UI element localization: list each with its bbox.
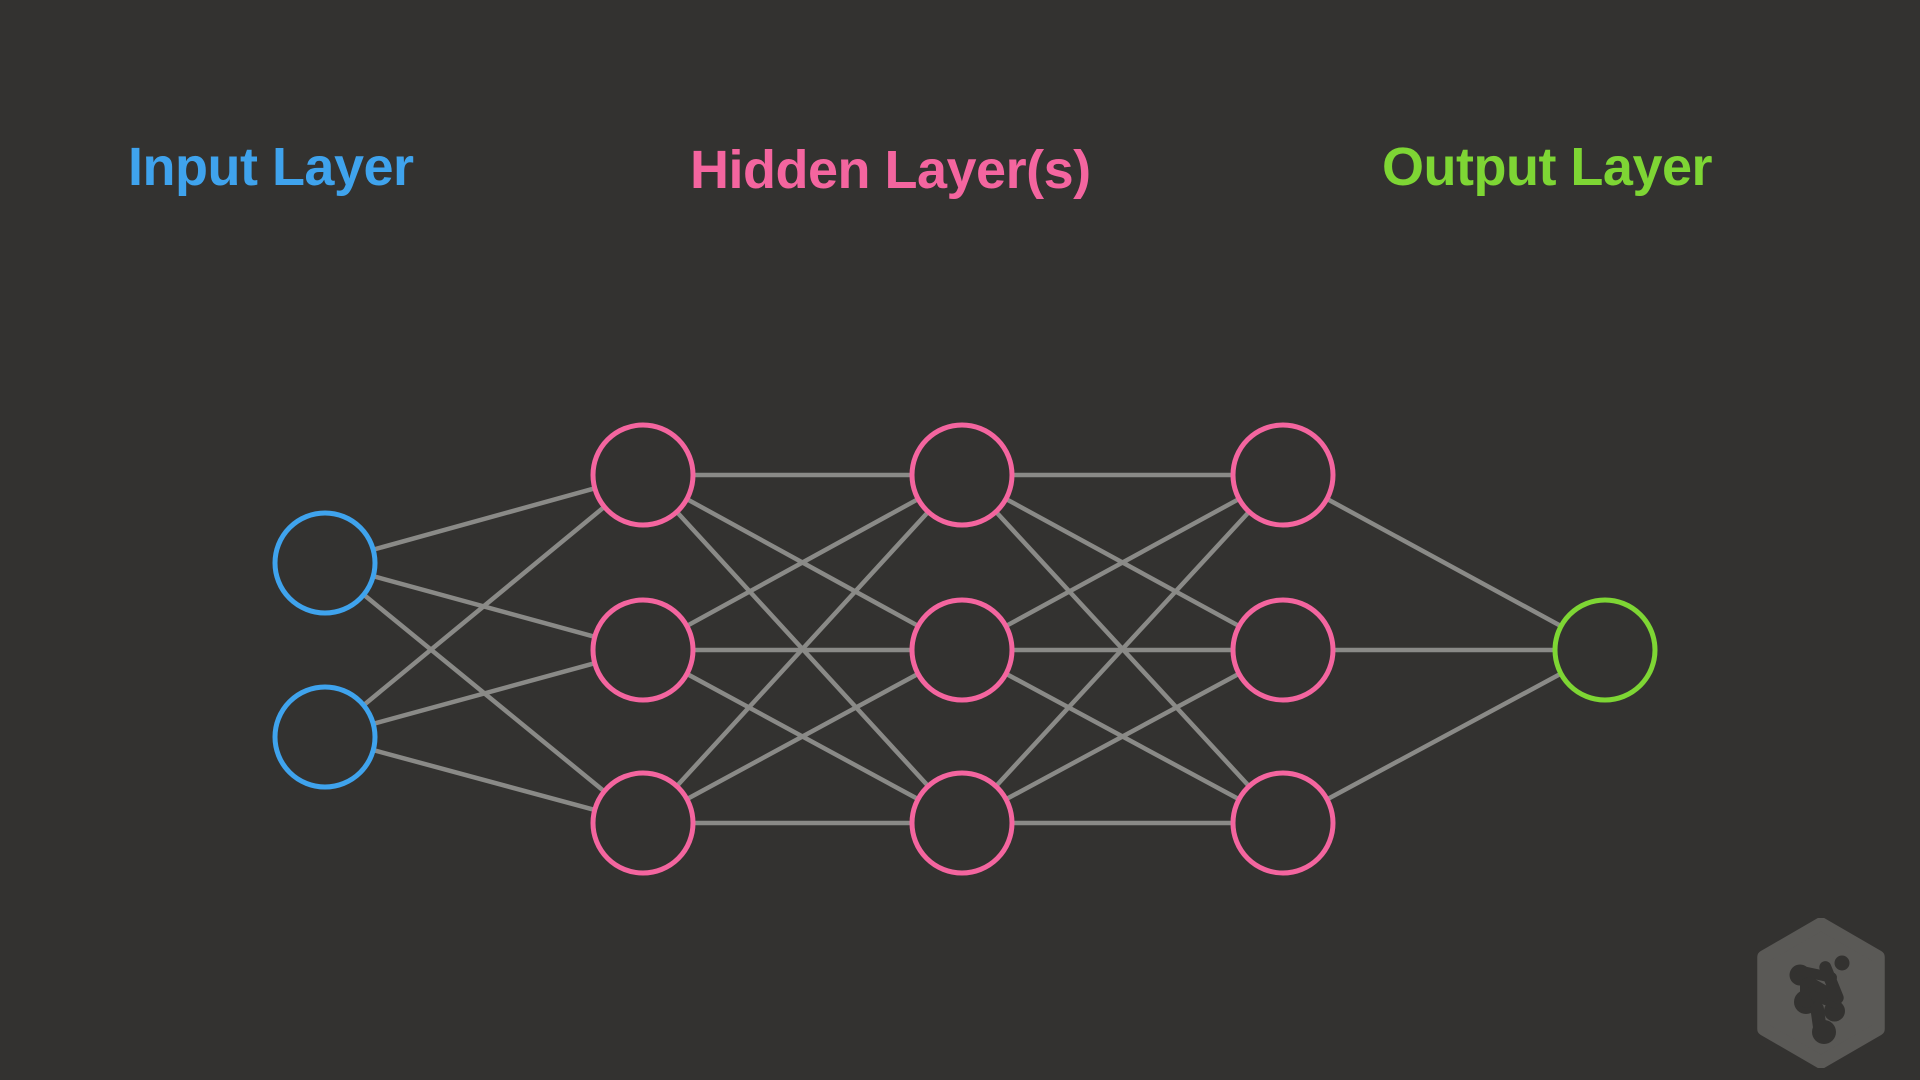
nodes-group	[272, 422, 1658, 876]
node-o1[interactable]	[1552, 597, 1658, 703]
connection-edge	[1003, 671, 1242, 802]
connections-group	[361, 472, 1564, 826]
connection-edge	[1324, 496, 1564, 629]
node-i1[interactable]	[272, 510, 378, 616]
layer-label-hidden: Hidden Layer(s)	[690, 140, 1091, 200]
node-h2-2[interactable]	[909, 597, 1015, 703]
connection-edge	[1003, 496, 1242, 629]
connection-edge	[371, 747, 597, 813]
connection-edge	[674, 509, 931, 789]
layer-label-output: Output Layer	[1382, 137, 1713, 197]
connection-edge	[993, 509, 1252, 789]
node-h2-1[interactable]	[909, 422, 1015, 528]
connection-edge	[370, 660, 598, 727]
node-h2-3[interactable]	[909, 770, 1015, 876]
connection-edge	[684, 496, 921, 629]
node-h1-3[interactable]	[590, 770, 696, 876]
connection-edge	[684, 671, 921, 802]
connection-edge	[361, 504, 607, 708]
node-h1-2[interactable]	[590, 597, 696, 703]
connection-edge	[1324, 671, 1564, 802]
node-h3-1[interactable]	[1230, 422, 1336, 528]
node-h1-1[interactable]	[590, 422, 696, 528]
node-h3-2[interactable]	[1230, 597, 1336, 703]
connection-edge	[370, 486, 598, 552]
layer-label-input: Input Layer	[128, 137, 414, 197]
node-i2[interactable]	[272, 684, 378, 790]
node-h3-3[interactable]	[1230, 770, 1336, 876]
